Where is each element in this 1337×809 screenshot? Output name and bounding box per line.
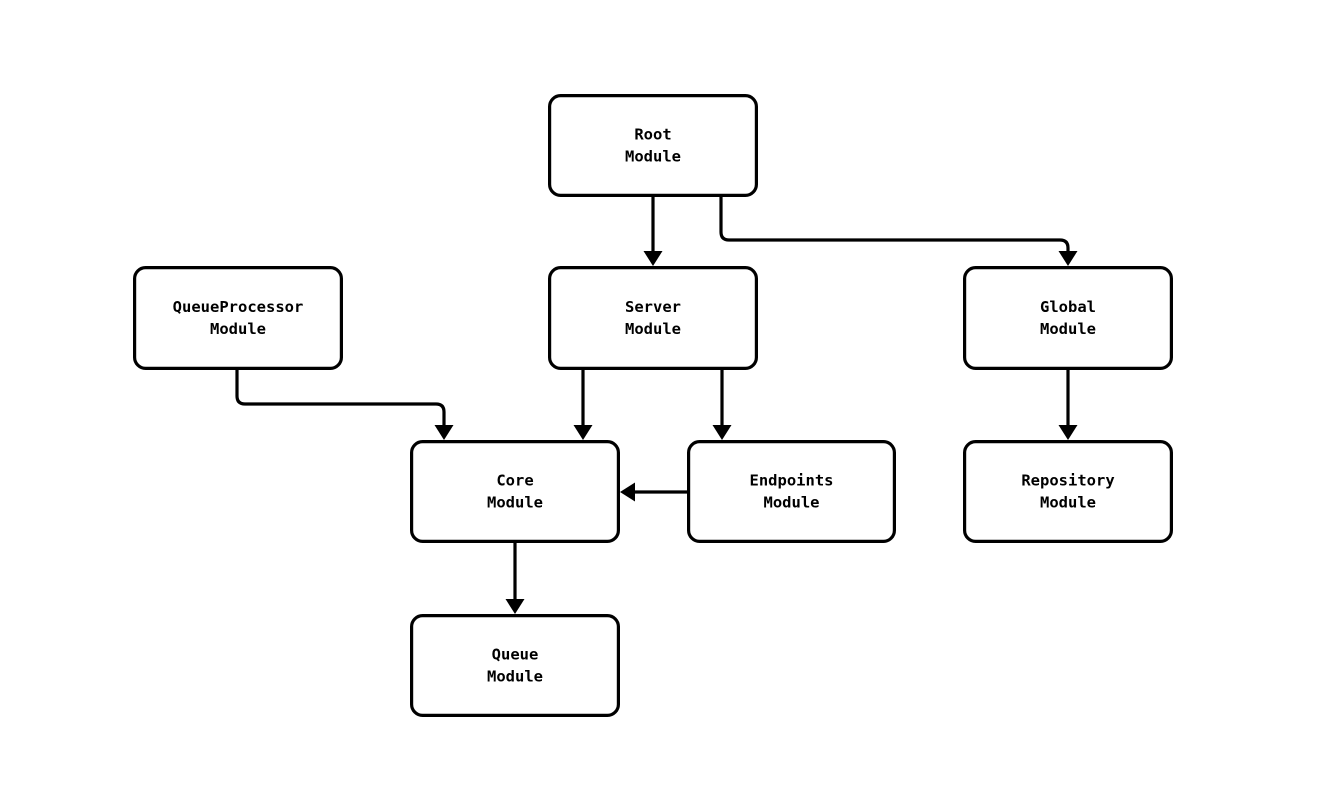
edge-line	[719, 197, 1070, 251]
arrowhead-icon	[643, 251, 663, 266]
edge-endpoints-to-core	[620, 482, 687, 502]
edge-root-to-server	[643, 197, 663, 266]
node-box[interactable]	[410, 440, 621, 544]
node-box[interactable]	[686, 440, 896, 544]
arrowhead-icon	[434, 425, 454, 440]
arrowhead-icon	[620, 482, 635, 502]
node-box[interactable]	[547, 93, 758, 198]
node-label-line2: Module	[764, 493, 820, 511]
node-label-line1: Global	[1040, 298, 1096, 316]
node-label-line2: Module	[625, 320, 681, 338]
node-label-line2: Module	[487, 667, 543, 685]
node-box[interactable]	[962, 440, 1173, 544]
edge-core-to-queue	[505, 543, 525, 614]
node-label-line1: Queue	[492, 645, 539, 663]
node-label-line2: Module	[625, 147, 681, 165]
node-label-line1: Repository	[1021, 471, 1114, 489]
node-label-line2: Module	[487, 493, 543, 511]
node-label-line1: Endpoints	[750, 471, 834, 489]
edge-line	[235, 370, 446, 425]
node-box[interactable]	[410, 613, 621, 717]
node-label-line1: Root	[634, 125, 671, 143]
node-label-line1: Core	[496, 471, 533, 489]
edges-layer	[235, 197, 1078, 614]
node-label-line2: Module	[1040, 493, 1096, 511]
node-label-line2: Module	[1040, 320, 1096, 338]
edge-server-to-core	[573, 370, 593, 440]
node-box[interactable]	[547, 266, 758, 371]
node-label-line1: Server	[625, 298, 681, 316]
node-label-line2: Module	[210, 320, 266, 338]
arrowhead-icon	[1058, 251, 1078, 266]
arrowhead-icon	[712, 425, 732, 440]
arrowhead-icon	[573, 425, 593, 440]
arrowhead-icon	[505, 599, 525, 614]
edge-global-to-repository	[1058, 370, 1078, 440]
node-box[interactable]	[962, 266, 1173, 371]
node-label-line1: QueueProcessor	[173, 298, 304, 316]
edge-queueprocessor-to-core	[235, 370, 454, 440]
arrowhead-icon	[1058, 425, 1078, 440]
node-box[interactable]	[133, 266, 344, 371]
edge-root-to-global	[719, 197, 1078, 266]
edge-server-to-endpoints	[712, 370, 732, 440]
